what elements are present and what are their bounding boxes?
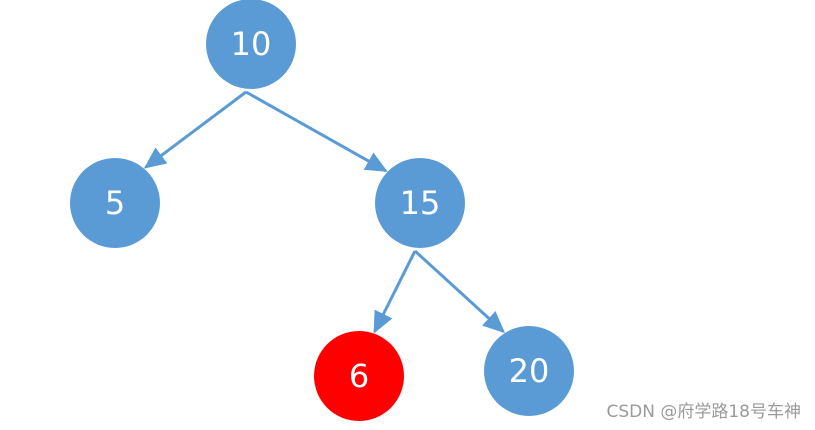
tree-node-20: 20 [484, 326, 574, 416]
node-circle [375, 158, 465, 248]
edge-10-to-5 [143, 90, 247, 169]
tree-node-5: 5 [70, 158, 160, 248]
node-label: 10 [231, 25, 272, 63]
node-label: 5 [105, 184, 125, 222]
tree-edges [143, 90, 506, 334]
node-label: 20 [509, 352, 550, 390]
node-label: 15 [400, 184, 441, 222]
node-circle [70, 158, 160, 248]
tree-node-10: 10 [206, 0, 296, 89]
edge-15-to-6 [373, 250, 417, 334]
csdn-watermark: CSDN @府学路18号车神 [606, 402, 801, 422]
node-label: 6 [349, 357, 369, 395]
tree-node-6: 6 [314, 331, 404, 421]
tree-node-15: 15 [375, 158, 465, 248]
node-circle [314, 331, 404, 421]
node-circle [206, 0, 296, 89]
node-circle [484, 326, 574, 416]
edge-10-to-15 [245, 90, 388, 173]
edge-15-to-20 [413, 249, 506, 334]
